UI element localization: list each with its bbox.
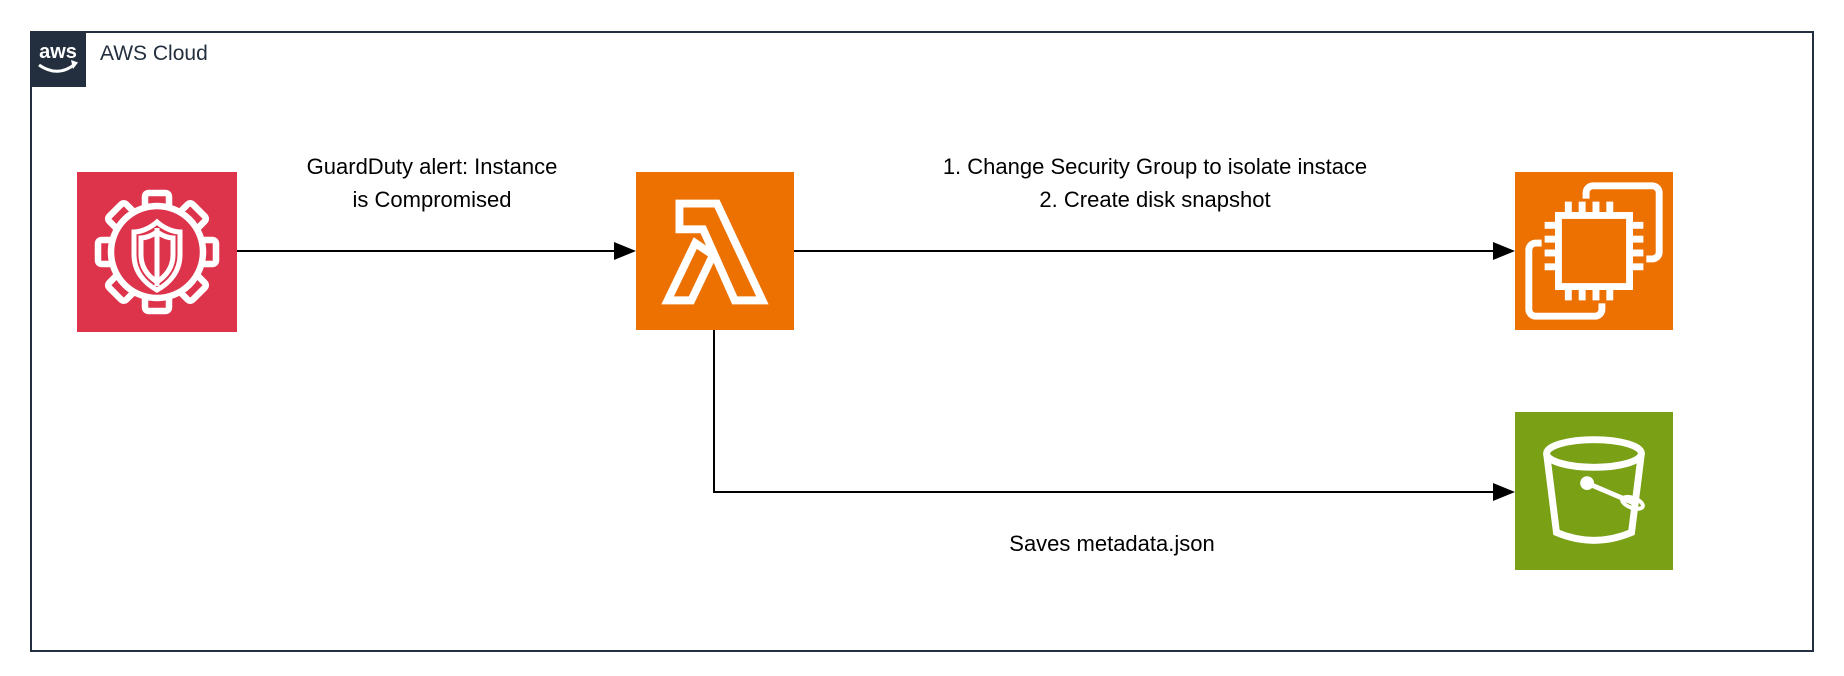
ec2-icon bbox=[1515, 172, 1673, 330]
edge-label-line: GuardDuty alert: Instance bbox=[306, 154, 558, 179]
edge-label-line: 2. Create disk snapshot bbox=[1039, 187, 1271, 212]
aws-cloud-label: AWS Cloud bbox=[100, 42, 208, 65]
edge-label-line: is Compromised bbox=[352, 187, 512, 212]
aws-smile-icon bbox=[38, 62, 76, 73]
guardduty-node bbox=[77, 172, 237, 332]
guardduty-icon bbox=[77, 172, 237, 332]
edge-lambda-s3-arrowhead bbox=[1493, 483, 1515, 501]
lambda-node bbox=[636, 172, 794, 330]
edge-label-line: 1. Change Security Group to isolate inst… bbox=[942, 154, 1368, 179]
edge-lambda-s3-line-horizontal bbox=[713, 491, 1493, 493]
aws-logo-text: aws bbox=[39, 41, 77, 63]
edge-lambda-ec2-label: 1. Change Security Group to isolate inst… bbox=[905, 150, 1405, 216]
edge-lambda-s3-line-vertical bbox=[713, 330, 715, 492]
edge-label-line: Saves metadata.json bbox=[1009, 531, 1215, 556]
edge-guardduty-lambda-arrowhead bbox=[614, 242, 636, 260]
edge-lambda-s3-label: Saves metadata.json bbox=[962, 527, 1262, 560]
s3-node bbox=[1515, 412, 1673, 570]
aws-smile-arrow-icon bbox=[71, 60, 78, 69]
aws-logo: aws bbox=[30, 31, 86, 87]
edge-lambda-ec2-line bbox=[794, 250, 1493, 252]
ec2-node bbox=[1515, 172, 1673, 330]
lambda-icon bbox=[636, 172, 794, 330]
edge-guardduty-lambda-line bbox=[237, 250, 614, 252]
edge-guardduty-lambda-label: GuardDuty alert: Instance is Compromised bbox=[282, 150, 582, 216]
aws-logo-icon: aws bbox=[38, 41, 78, 73]
s3-bucket-icon bbox=[1515, 412, 1673, 570]
edge-lambda-ec2-arrowhead bbox=[1493, 242, 1515, 260]
